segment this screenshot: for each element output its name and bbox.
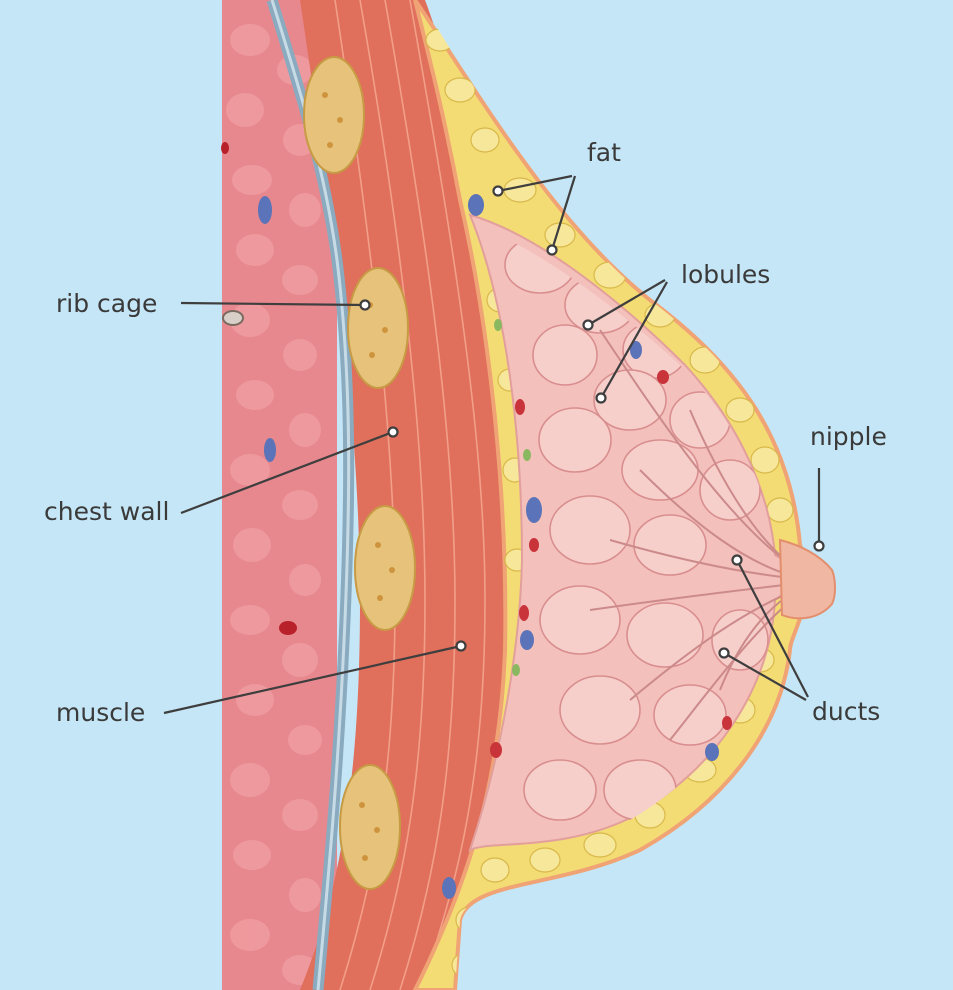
pointer-fat-a	[494, 187, 503, 196]
pointer-lobules-a	[584, 321, 593, 330]
pointer-nipple	[815, 542, 824, 551]
pointer-chest-wall	[389, 428, 398, 437]
label-nipple: nipple	[810, 422, 887, 451]
label-muscle: muscle	[56, 698, 145, 727]
pointer-fat-b	[548, 246, 557, 255]
pointer-ducts-a	[733, 556, 742, 565]
label-ducts: ducts	[812, 697, 880, 726]
pointer-lobules-b	[597, 394, 606, 403]
pointer-ducts-b	[720, 649, 729, 658]
label-fat: fat	[587, 138, 621, 167]
label-lobules: lobules	[681, 260, 770, 289]
label-rib-cage: rib cage	[56, 289, 157, 318]
pointer-muscle	[457, 642, 466, 651]
label-chest-wall: chest wall	[44, 497, 169, 526]
pointer-rib-cage	[361, 301, 370, 310]
